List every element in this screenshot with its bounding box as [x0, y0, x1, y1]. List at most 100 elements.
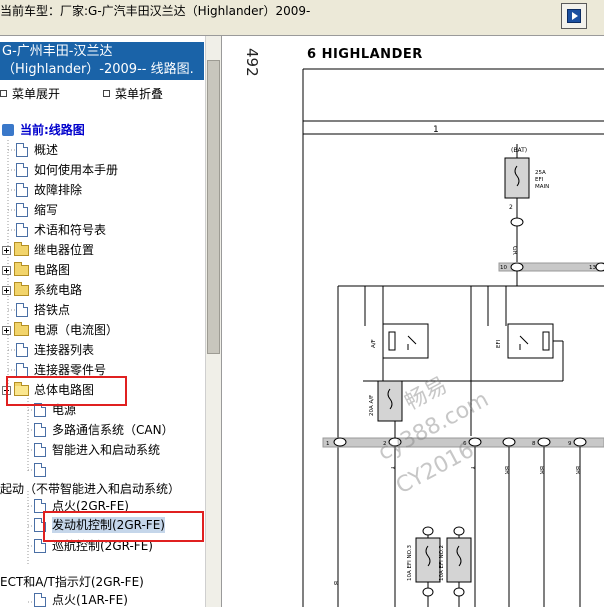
tree-item-label: 连接器零件号 [34, 363, 107, 377]
tree-item-label: 电源 [52, 403, 77, 417]
vehicle-title: 当前车型：厂家:G-广汽丰田汉兰达（Highlander）2009- [0, 4, 311, 18]
scrollbar-thumb[interactable] [207, 60, 220, 354]
folder-icon [14, 241, 29, 256]
tree-item-label: 发动机控制(2GR-FE) [52, 517, 165, 533]
y-label-1: Y [389, 465, 396, 470]
left-panel: G-广州丰田-汉兰达（Highlander）-2009-- 线路图. 菜单展开 … [0, 36, 222, 607]
document-icon [34, 443, 46, 457]
tree-item-connector-part-numbers[interactable]: 连接器零件号 [16, 361, 106, 379]
br-label-1: BR [503, 466, 510, 474]
n10-label: 10 [500, 265, 507, 271]
tree-item-starting[interactable]: 起动（不带智能进入和启动系统） [0, 480, 180, 498]
tree-item-connector-list[interactable]: 连接器列表 [16, 341, 94, 359]
tree-item-system-circuits[interactable]: 系统电路 [2, 281, 82, 299]
folder-open-icon [14, 381, 29, 396]
collapse-all-button[interactable]: 菜单折叠 [103, 85, 163, 102]
tree-item-label: ECT和A/T指示灯(2GR-FE) [0, 575, 144, 589]
tree-item-relay-locations[interactable]: 继电器位置 [2, 241, 94, 259]
gr-label: GR [511, 246, 518, 255]
pin-label: 2 [509, 204, 513, 211]
tree-item-how-to-use[interactable]: 如何使用本手册 [16, 161, 118, 179]
bus-2-label: 2 [383, 441, 387, 447]
efi-relay-label: EFI [496, 339, 502, 348]
tree-item-ect-indicator[interactable]: ECT和A/T指示灯(2GR-FE) [0, 573, 144, 591]
tree-item-label: 电源（电流图） [34, 323, 119, 337]
tree-item-current-wiring[interactable]: 当前:线路图 [2, 121, 85, 139]
tree-scrollbar[interactable] [205, 36, 221, 607]
folder-icon [14, 321, 29, 336]
tree-item-smart-entry[interactable]: 智能进入和启动系统 [34, 441, 160, 459]
tree-item-label: 故障排除 [34, 183, 83, 197]
efi-relay [507, 323, 554, 359]
tree-item-blank[interactable] [34, 461, 52, 479]
bus-9-label: 9 [568, 441, 572, 447]
tree-item-glossary[interactable]: 术语和符号表 [16, 221, 106, 239]
expand-toggle-icon[interactable] [2, 245, 11, 255]
br-label-2: BR [538, 466, 545, 474]
tree-item-label: 点火(2GR-FE) [52, 499, 129, 513]
n13-label: 13 [589, 265, 596, 271]
efi-no2-label: 10A EFI NO.2 [439, 545, 445, 581]
af-relay [382, 323, 429, 359]
document-icon [16, 363, 28, 377]
efi-no3-fuse [415, 537, 441, 583]
tree-item-label: 连接器列表 [34, 343, 95, 357]
tree-item-ignition-2gr[interactable]: 点火(2GR-FE) [34, 497, 129, 515]
main-fuse [504, 157, 530, 199]
document-icon [16, 223, 28, 237]
af-relay-label: A/F [371, 339, 377, 348]
bus-1-label: 1 [326, 441, 330, 447]
document-icon [34, 463, 46, 477]
highlight-box-engine-control [43, 511, 204, 542]
tree-item-label: 电路图 [34, 263, 71, 277]
tree-item-label: 概述 [34, 143, 59, 157]
expand-toggle-icon[interactable] [2, 285, 11, 295]
tree-item-label: 巡航控制(2GR-FE) [52, 539, 153, 553]
efi-no2-fuse [446, 537, 472, 583]
tree-item-circuit-diagram[interactable]: 电路图 [2, 261, 70, 279]
document-icon [16, 183, 28, 197]
wiring-diagram: 1 (BAT) 25A EFI MAIN 2 GR 10 13 [302, 68, 604, 607]
folder-icon [14, 261, 29, 276]
expand-toggle-icon[interactable] [2, 265, 11, 275]
expand-all-label: 菜单展开 [12, 87, 61, 101]
highlight-box-overall-wiring [6, 376, 127, 406]
tree-item-label: 缩写 [34, 203, 59, 217]
tree-item-cruise-control-2gr[interactable]: 巡航控制(2GR-FE) [34, 537, 153, 555]
expand-all-button[interactable]: 菜单展开 [0, 85, 60, 102]
collapse-icon [103, 90, 110, 97]
document-icon [16, 203, 28, 217]
tree-item-label: 起动（不带智能进入和启动系统） [0, 482, 181, 496]
diagram-panel: 492 6 HIGHLANDER 1 (BAT) 25A EFI MAIN 2 … [223, 36, 604, 607]
main-fuse-label-1: 25A [535, 170, 546, 176]
folder-icon [14, 281, 29, 296]
tree-item-ground-points[interactable]: 搭铁点 [16, 301, 70, 319]
document-icon [34, 539, 46, 553]
tree-item-abbreviations[interactable]: 缩写 [16, 201, 58, 219]
column-label: 1 [433, 125, 439, 135]
tree-item-troubleshooting[interactable]: 故障排除 [16, 181, 82, 199]
document-icon [34, 423, 46, 437]
tree-item-power-source[interactable]: 电源（电流图） [2, 321, 118, 339]
diagram-title: 6 HIGHLANDER [307, 47, 423, 62]
tree-item-label: 当前:线路图 [20, 123, 85, 137]
tree-item-overview[interactable]: 概述 [16, 141, 58, 159]
efi-no3-label: 10A EFI NO.3 [407, 545, 413, 581]
computer-icon [2, 124, 14, 136]
af-fuse-label: 20A A/F [369, 395, 375, 416]
b-label: B [332, 581, 339, 585]
y-label-2: Y [469, 465, 476, 470]
tree-item-engine-control-2gr[interactable]: 发动机控制(2GR-FE) [34, 516, 165, 534]
panel-header: G-广州丰田-汉兰达（Highlander）-2009-- 线路图. [0, 42, 204, 80]
af-fuse [377, 380, 403, 422]
document-icon [34, 499, 46, 513]
bus-6-label: 6 [463, 441, 467, 447]
tree-item-can[interactable]: 多路通信系统（CAN） [34, 421, 174, 439]
main-fuse-label-2: EFI [535, 177, 544, 183]
exit-button[interactable] [561, 3, 587, 29]
document-icon [16, 343, 28, 357]
tree-item-label: 如何使用本手册 [34, 163, 119, 177]
expand-toggle-icon[interactable] [2, 325, 11, 335]
tree-item-label: 多路通信系统（CAN） [52, 423, 174, 437]
tree-item-ignition-1ar[interactable]: 点火(1AR-FE) [34, 591, 128, 607]
